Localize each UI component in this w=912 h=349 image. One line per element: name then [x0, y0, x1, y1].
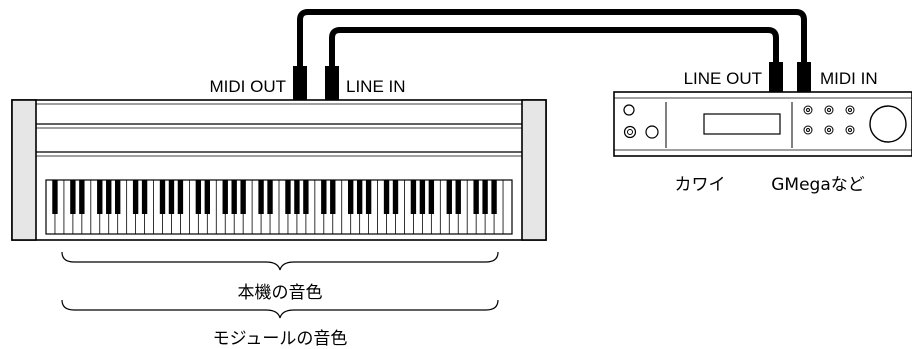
audio-cable — [329, 27, 779, 100]
brace-lower — [61, 299, 499, 319]
black-key — [482, 180, 488, 214]
black-key — [222, 180, 228, 214]
line-in-plug — [325, 66, 339, 100]
black-key — [356, 180, 363, 214]
module-big-knob — [869, 105, 907, 143]
black-key — [70, 180, 76, 214]
piano-right-panel — [521, 99, 547, 241]
black-key — [446, 180, 452, 214]
black-key — [258, 180, 264, 214]
black-key — [195, 180, 202, 214]
midi-in-plug — [797, 62, 811, 94]
black-key — [348, 180, 354, 214]
brace-upper — [61, 251, 499, 271]
digital-piano — [11, 99, 547, 241]
sound-module — [613, 91, 912, 157]
midi-out-label: MIDI OUT — [210, 77, 287, 96]
black-key — [204, 180, 210, 214]
black-key — [321, 180, 327, 214]
module-name-right: GMegaなど — [771, 175, 865, 195]
brace-upper-label: 本機の音色 — [238, 283, 323, 303]
module-display — [703, 113, 781, 135]
black-key — [168, 180, 175, 214]
black-key — [79, 180, 85, 214]
line-out-label: LINE OUT — [684, 69, 762, 88]
module-small-led — [623, 104, 635, 116]
brace-lower-label: モジュールの音色 — [213, 329, 348, 349]
black-key — [365, 180, 372, 214]
midi-cable — [297, 9, 807, 100]
module-name-left: カワイ — [675, 175, 726, 195]
black-key — [428, 180, 435, 214]
line-in-label: LINE IN — [346, 77, 406, 96]
black-key — [455, 180, 461, 214]
black-key — [419, 180, 426, 214]
black-key — [52, 180, 58, 214]
black-key — [473, 180, 479, 214]
module-button-grid — [803, 105, 855, 135]
black-key — [491, 180, 497, 214]
module-knob-small — [645, 125, 659, 139]
black-key — [132, 180, 139, 214]
black-key — [97, 180, 103, 214]
piano-keyboard — [52, 180, 504, 234]
black-key — [392, 180, 399, 214]
black-key — [231, 180, 237, 214]
black-key — [267, 180, 273, 214]
black-key — [410, 180, 417, 214]
black-key — [294, 180, 300, 214]
black-key — [141, 180, 148, 214]
midi-in-label: MIDI IN — [820, 69, 878, 88]
black-key — [330, 180, 336, 214]
black-key — [106, 180, 112, 214]
black-key — [303, 180, 309, 214]
line-out-plug — [769, 62, 783, 94]
black-key — [177, 180, 184, 214]
module-jack — [623, 125, 637, 139]
black-key — [240, 180, 246, 214]
black-key — [115, 180, 121, 214]
black-key — [285, 180, 291, 214]
black-key — [383, 180, 390, 214]
piano-left-panel — [11, 99, 37, 241]
midi-out-plug — [293, 66, 307, 100]
black-key — [159, 180, 166, 214]
